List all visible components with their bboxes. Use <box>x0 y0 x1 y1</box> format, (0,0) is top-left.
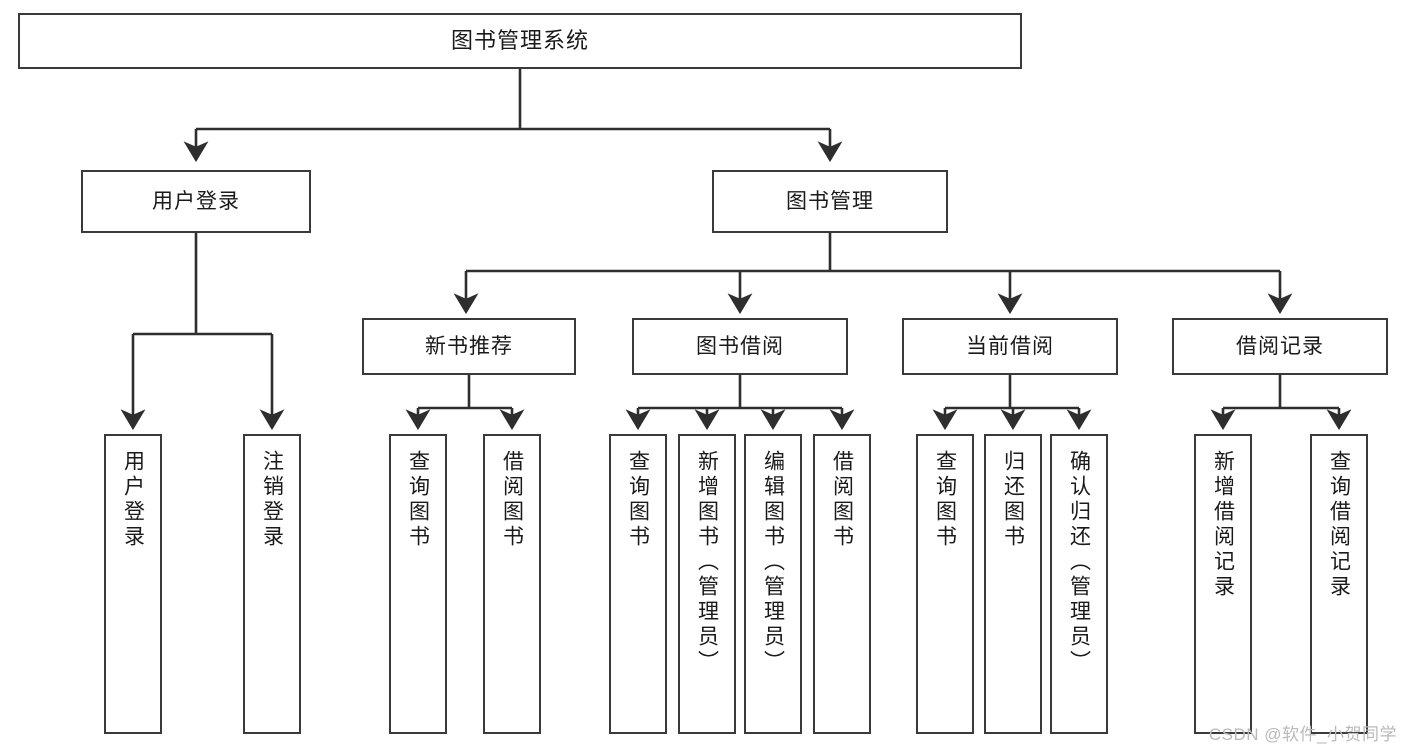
node-new-book-recommend[interactable]: 新书推荐 <box>362 318 576 375</box>
node-leaf-add-record[interactable]: 新增借阅记录 <box>1194 434 1252 734</box>
node-leaf-query-book-1-label: 查询图书 <box>406 450 430 550</box>
node-leaf-query-book-2-label: 查询图书 <box>626 450 650 550</box>
node-leaf-return-book-label: 归还图书 <box>1001 450 1025 550</box>
watermark: CSDN @软件_小贺同学 <box>1208 725 1397 744</box>
node-leaf-query-book-3[interactable]: 查询图书 <box>916 434 974 734</box>
node-current-borrow[interactable]: 当前借阅 <box>902 318 1118 375</box>
node-root[interactable]: 图书管理系统 <box>18 13 1022 69</box>
node-leaf-borrow-book-2[interactable]: 借阅图书 <box>813 434 871 734</box>
node-leaf-logout-label: 注销登录 <box>260 450 284 550</box>
node-leaf-return-book[interactable]: 归还图书 <box>984 434 1042 734</box>
node-leaf-query-record-label: 查询借阅记录 <box>1327 450 1351 600</box>
node-book-manage[interactable]: 图书管理 <box>712 170 948 233</box>
node-leaf-edit-book-label: 编辑图书（管理员） <box>761 450 785 675</box>
node-leaf-borrow-book-1[interactable]: 借阅图书 <box>483 434 541 734</box>
node-leaf-confirm-return-label: 确认归还（管理员） <box>1067 450 1091 675</box>
node-user-login-label: 用户登录 <box>152 189 240 213</box>
node-leaf-user-login[interactable]: 用户登录 <box>104 434 162 734</box>
node-leaf-user-login-label: 用户登录 <box>121 450 145 550</box>
node-leaf-add-book[interactable]: 新增图书（管理员） <box>678 434 736 734</box>
node-leaf-add-record-label: 新增借阅记录 <box>1211 450 1235 600</box>
node-leaf-query-record[interactable]: 查询借阅记录 <box>1310 434 1368 734</box>
node-borrow-record-label: 借阅记录 <box>1236 334 1324 358</box>
node-leaf-edit-book[interactable]: 编辑图书（管理员） <box>744 434 802 734</box>
node-leaf-query-book-1[interactable]: 查询图书 <box>389 434 447 734</box>
node-borrow-record[interactable]: 借阅记录 <box>1172 318 1388 375</box>
node-book-borrow[interactable]: 图书借阅 <box>632 318 848 375</box>
node-leaf-query-book-3-label: 查询图书 <box>933 450 957 550</box>
node-leaf-borrow-book-1-label: 借阅图书 <box>500 450 524 550</box>
node-leaf-confirm-return[interactable]: 确认归还（管理员） <box>1050 434 1108 734</box>
node-leaf-query-book-2[interactable]: 查询图书 <box>609 434 667 734</box>
node-leaf-borrow-book-2-label: 借阅图书 <box>830 450 854 550</box>
node-current-borrow-label: 当前借阅 <box>966 334 1054 358</box>
node-root-label: 图书管理系统 <box>450 27 589 53</box>
node-new-book-recommend-label: 新书推荐 <box>425 334 513 358</box>
node-leaf-add-book-label: 新增图书（管理员） <box>695 450 719 675</box>
node-user-login[interactable]: 用户登录 <box>81 170 311 233</box>
node-leaf-logout[interactable]: 注销登录 <box>243 434 301 734</box>
node-book-manage-label: 图书管理 <box>786 189 874 213</box>
node-book-borrow-label: 图书借阅 <box>696 334 784 358</box>
